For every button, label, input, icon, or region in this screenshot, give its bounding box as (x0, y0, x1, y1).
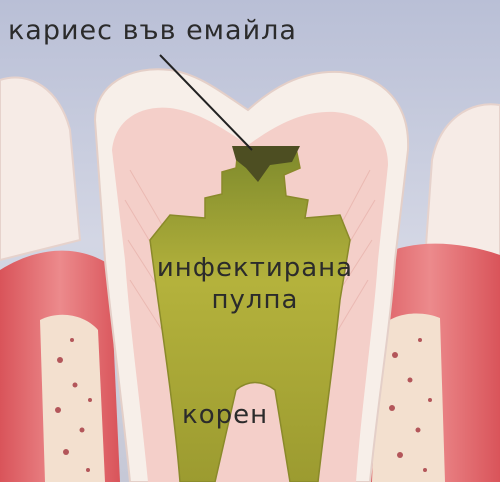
left-neighbor-tooth (0, 76, 82, 262)
infected-pulp-label-line1: инфектирана (156, 253, 354, 283)
bone-trabeculae (55, 338, 432, 472)
root-furcation (225, 396, 282, 482)
caries-pointer-line (159, 54, 253, 151)
infected-pulp-label-line2: пулпа (211, 285, 299, 315)
infected-pulp-label: инфектирана пулпа (140, 252, 370, 316)
right-bone (372, 313, 445, 482)
infected-pulp (149, 147, 351, 482)
left-bone (40, 314, 105, 482)
caries-label: кариес във емайла (8, 15, 297, 46)
right-neighbor-tooth (423, 103, 500, 272)
root-label: корен (182, 400, 269, 430)
caries-lesion (232, 146, 300, 182)
